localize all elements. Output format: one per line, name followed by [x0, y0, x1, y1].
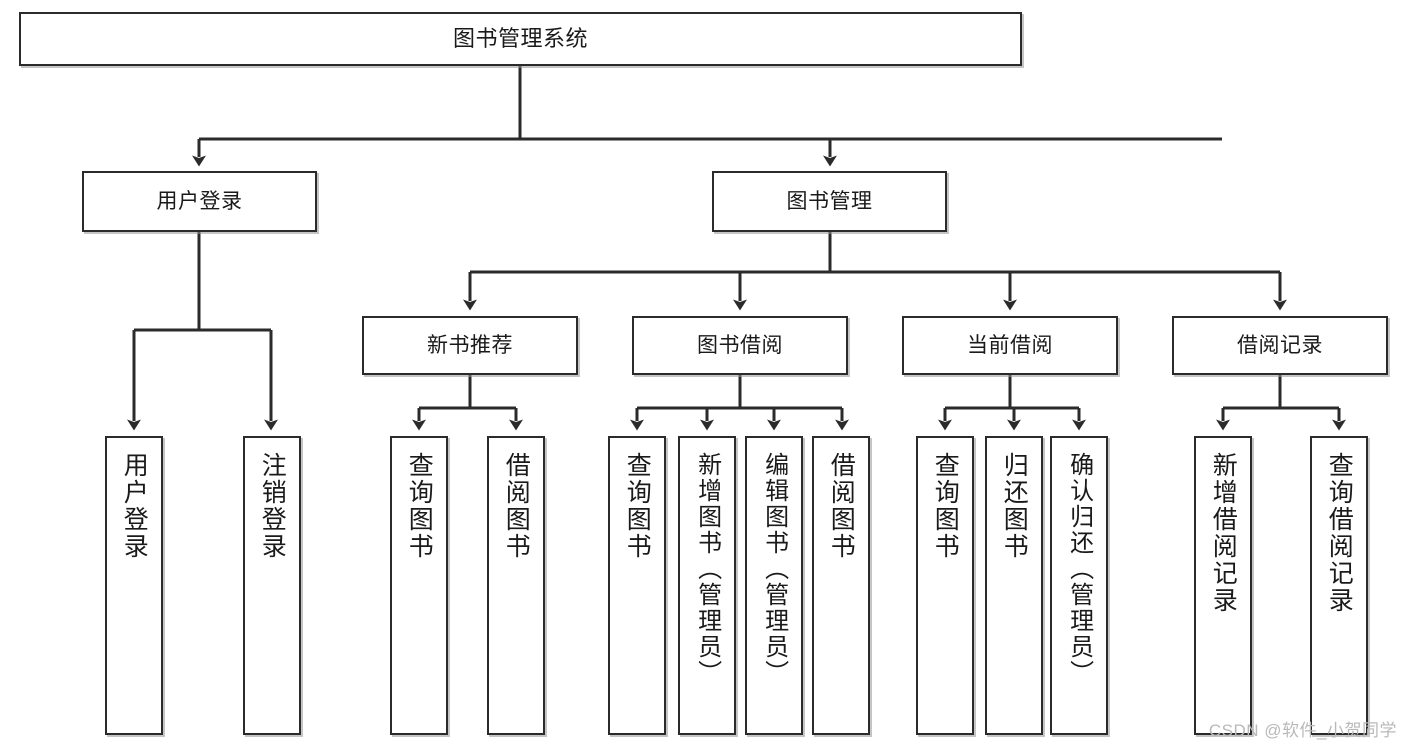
node-book-management[interactable]: 图书管理: [712, 171, 947, 232]
leaf-return-book[interactable]: 归还图书: [985, 436, 1043, 735]
node-user-login-label: 用户登录: [156, 189, 243, 213]
leaf-borrow-book[interactable]: 借阅图书: [812, 436, 870, 735]
leaf-return-book-label: 归还图书: [1000, 452, 1029, 560]
node-new-book-recommend[interactable]: 新书推荐: [362, 316, 578, 375]
leaf-borrow-book-rec-label: 借阅图书: [502, 452, 531, 560]
leaf-borrow-book-label: 借阅图书: [827, 452, 856, 560]
leaf-add-borrow-record[interactable]: 新增借阅记录: [1194, 436, 1252, 735]
node-book-borrow[interactable]: 图书借阅: [632, 316, 848, 375]
node-current-borrow[interactable]: 当前借阅: [902, 316, 1118, 375]
leaf-add-book-admin[interactable]: 新增图书（管理员）: [678, 436, 736, 735]
leaf-query-borrow-record-label: 查询借阅记录: [1325, 452, 1354, 614]
leaf-query-book-current-label: 查询图书: [931, 452, 960, 560]
node-root[interactable]: 图书管理系统: [19, 12, 1022, 66]
node-book-management-label: 图书管理: [786, 189, 873, 213]
leaf-edit-book-admin-label: 编辑图书（管理员）: [760, 452, 788, 686]
leaf-borrow-book-rec[interactable]: 借阅图书: [487, 436, 545, 735]
leaf-query-book-borrow[interactable]: 查询图书: [608, 436, 666, 735]
leaf-logout[interactable]: 注销登录: [243, 436, 301, 735]
node-current-borrow-label: 当前借阅: [967, 333, 1053, 357]
node-borrow-record[interactable]: 借阅记录: [1172, 316, 1388, 375]
leaf-logout-label: 注销登录: [258, 452, 287, 560]
node-root-label: 图书管理系统: [452, 25, 588, 51]
leaf-add-borrow-record-label: 新增借阅记录: [1209, 452, 1238, 614]
leaf-add-book-admin-label: 新增图书（管理员）: [693, 452, 721, 686]
leaf-confirm-return-admin[interactable]: 确认归还（管理员）: [1050, 436, 1108, 735]
node-borrow-record-label: 借阅记录: [1237, 333, 1323, 357]
leaf-query-borrow-record[interactable]: 查询借阅记录: [1310, 436, 1368, 735]
leaf-user-login-label: 用户登录: [120, 452, 149, 560]
leaf-query-book-rec-label: 查询图书: [405, 452, 434, 560]
leaf-query-book-rec[interactable]: 查询图书: [390, 436, 448, 735]
node-new-book-recommend-label: 新书推荐: [427, 333, 513, 357]
watermark: CSDN @软件_小贺同学: [1208, 721, 1397, 740]
node-book-borrow-label: 图书借阅: [697, 333, 783, 357]
node-user-login[interactable]: 用户登录: [82, 171, 317, 232]
leaf-confirm-return-admin-label: 确认归还（管理员）: [1065, 452, 1093, 686]
leaf-edit-book-admin[interactable]: 编辑图书（管理员）: [745, 436, 803, 735]
leaf-query-book-borrow-label: 查询图书: [623, 452, 652, 560]
leaf-user-login[interactable]: 用户登录: [105, 436, 163, 735]
leaf-query-book-current[interactable]: 查询图书: [916, 436, 974, 735]
